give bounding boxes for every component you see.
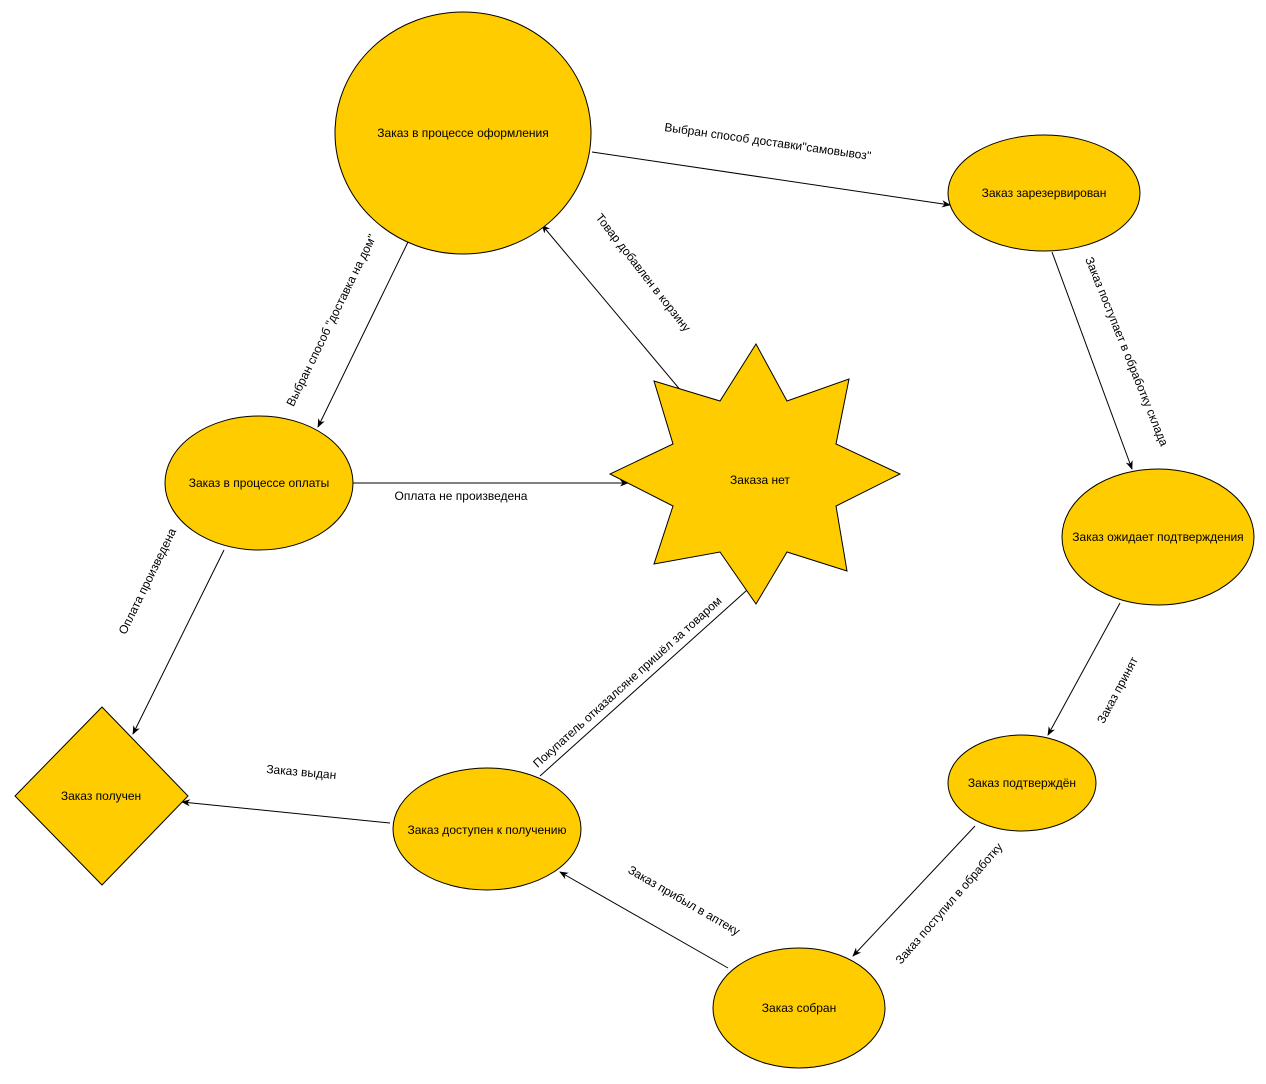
node-received xyxy=(14,706,189,886)
edge-label-arrived: Заказ прибыл в аптеку xyxy=(626,863,743,939)
edge-accepted xyxy=(1047,602,1121,736)
node-processing-label: Заказ в процессе оформления xyxy=(377,126,548,140)
node-payment-label: Заказ в процессе оплаты xyxy=(189,476,330,490)
node-awaiting xyxy=(1061,468,1255,606)
edge-label-accepted: Заказ принят xyxy=(1094,654,1141,726)
node-confirmed-label: Заказ подтверждён xyxy=(968,776,1076,790)
node-no-order-label: Заказа нет xyxy=(730,473,790,487)
node-confirmed xyxy=(947,734,1097,832)
edge-warehouse xyxy=(1051,251,1133,470)
edge-label-home-delivery: Выбран способ "доставка на дом" xyxy=(284,232,380,409)
node-no-order xyxy=(608,343,902,605)
edge-pickup xyxy=(591,151,951,208)
edge-issued xyxy=(181,799,391,824)
node-available-label: Заказ доступен к получению xyxy=(408,823,567,837)
edge-arrived xyxy=(559,871,729,969)
edge-label-to-processing: Заказ поступил в обработку xyxy=(893,840,1006,967)
edge-label-refused: Покупатель отказалсяне пришёл за товаром xyxy=(530,594,724,771)
node-reserved xyxy=(947,134,1141,252)
edge-refused xyxy=(539,581,757,777)
edge-label-warehouse: Заказ поступает в обработку склада xyxy=(1082,255,1171,449)
edge-label-payment-done: Оплата произведена xyxy=(116,526,180,637)
edge-label-issued: Заказ выдан xyxy=(266,762,337,782)
edge-payment-done xyxy=(132,549,225,735)
node-assembled-label: Заказ собран xyxy=(762,1001,836,1015)
edge-added-to-cart xyxy=(541,224,683,393)
node-processing xyxy=(334,11,592,255)
edge-label-pickup: Выбран способ доставки"самовывоз" xyxy=(664,120,872,163)
edge-home-delivery xyxy=(317,241,409,428)
node-received-label: Заказ получен xyxy=(61,789,141,803)
edge-to-processing xyxy=(852,825,976,957)
node-reserved-label: Заказ зарезервирован xyxy=(982,186,1107,200)
node-payment xyxy=(164,415,354,551)
node-awaiting-label: Заказ ожидает подтверждения xyxy=(1072,530,1243,544)
edge-label-payment-failed: Оплата не произведена xyxy=(395,489,528,503)
edge-label-added-to-cart: Товар добавлен в корзину xyxy=(593,211,694,335)
node-available xyxy=(392,767,582,891)
node-assembled xyxy=(712,947,886,1069)
